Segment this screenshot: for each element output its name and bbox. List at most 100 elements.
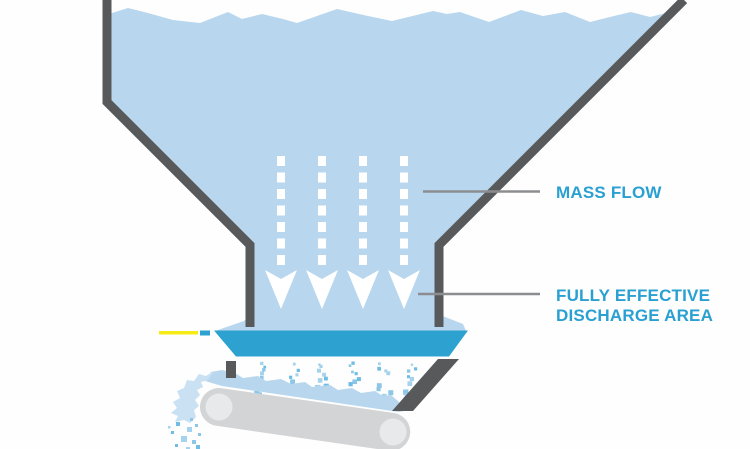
hopper-material xyxy=(111,8,674,331)
particle-dot xyxy=(176,422,180,426)
arrow-dash xyxy=(277,255,285,265)
particle-dot xyxy=(317,368,321,373)
particle-dot xyxy=(175,444,178,447)
particle-dot xyxy=(414,367,418,371)
particle-dot xyxy=(295,373,299,377)
level-indicator-yellow-line xyxy=(159,331,198,335)
conveyor-roller-right xyxy=(379,418,407,446)
particle-dot xyxy=(192,440,196,444)
arrow-dash xyxy=(400,189,408,199)
particle-dot xyxy=(262,368,266,372)
material-on-belt xyxy=(205,370,404,412)
particle-dot xyxy=(319,364,323,368)
arrow-dash xyxy=(359,222,367,232)
particle-dot xyxy=(352,379,357,384)
arrow-dash xyxy=(277,156,285,166)
particle-dot xyxy=(407,381,413,386)
particle-dot xyxy=(376,383,382,388)
particle-dot xyxy=(190,418,193,421)
hopper-wall-right xyxy=(434,0,688,327)
particle-dot xyxy=(388,390,394,396)
arrow-head xyxy=(347,270,379,309)
conveyor-belt xyxy=(199,388,411,449)
particle-dot xyxy=(260,361,264,366)
discharge-area-label: FULLY EFFECTIVE DISCHARGE AREA xyxy=(556,286,714,325)
arrow-dash xyxy=(400,205,408,216)
particle-dot xyxy=(386,371,391,376)
particle-dot xyxy=(290,379,295,385)
arrow-dash xyxy=(359,238,367,249)
particle-dot xyxy=(195,424,198,427)
arrow-dash xyxy=(318,205,326,216)
particle-dot xyxy=(354,372,358,376)
particle-dot xyxy=(260,375,264,380)
arrow-dash xyxy=(318,222,326,232)
arrow-dash xyxy=(359,205,367,216)
particle-dot xyxy=(168,426,171,429)
arrow-head xyxy=(265,270,297,309)
particle-dot xyxy=(384,369,388,373)
lower-wall-diagonal-right xyxy=(392,359,459,411)
arrow-dash xyxy=(400,222,408,232)
arrow-dash xyxy=(400,238,408,249)
particle-dot xyxy=(348,382,353,387)
particle-dot xyxy=(376,387,381,392)
particle-dot xyxy=(351,361,355,365)
arrow-head xyxy=(306,270,338,309)
mass-flow-arrows xyxy=(265,156,420,309)
arrow-dash xyxy=(277,172,285,183)
particle-dot xyxy=(263,365,267,369)
particle-dot xyxy=(403,389,409,395)
arrow-dash xyxy=(400,172,408,183)
arrow-dash xyxy=(359,255,367,265)
material-spill xyxy=(171,371,214,423)
arrow-dash xyxy=(318,189,326,199)
arrow-dash xyxy=(359,172,367,183)
arrow-dash xyxy=(277,238,285,249)
particle-dot xyxy=(186,447,190,449)
conveyor-belt-body xyxy=(199,388,411,449)
particle-dot xyxy=(296,368,300,372)
arrow-head xyxy=(388,270,420,309)
particle-dot xyxy=(318,363,321,366)
particle-dot xyxy=(317,378,323,383)
arrow-dash xyxy=(318,238,326,249)
mass-flow-label: MASS FLOW xyxy=(556,183,662,202)
particle-dot xyxy=(351,370,354,374)
arrow-dash xyxy=(359,156,367,166)
particle-dot xyxy=(289,375,293,379)
lower-wall-stub-left xyxy=(226,361,236,378)
particle-dot xyxy=(348,364,352,367)
arrow-dash xyxy=(359,189,367,199)
particle-dot xyxy=(377,366,381,371)
level-indicator-blue-dash xyxy=(200,330,210,336)
particle-dot xyxy=(407,369,411,373)
particle-dot xyxy=(196,445,200,449)
arrow-dash xyxy=(277,189,285,199)
arrow-dash xyxy=(400,255,408,265)
particle-dot xyxy=(378,362,381,366)
conveyor-roller-left xyxy=(205,393,233,421)
particle-dot xyxy=(324,376,328,381)
arrow-dash xyxy=(318,255,326,265)
particle-dot xyxy=(181,436,187,442)
arrow-dash xyxy=(318,172,326,183)
arrow-dash xyxy=(277,205,285,216)
particle-dot xyxy=(407,375,410,379)
particle-dot xyxy=(409,376,414,382)
particle-dot xyxy=(198,433,201,436)
particle-dot xyxy=(410,363,414,366)
spill-particles xyxy=(168,418,201,449)
particle-dot xyxy=(356,377,361,382)
particle-dot xyxy=(292,362,296,366)
particle-dot xyxy=(171,431,174,434)
particle-dot xyxy=(322,372,326,377)
particle-dot xyxy=(187,427,192,432)
arrow-dash xyxy=(318,156,326,166)
arrow-dash xyxy=(277,222,285,232)
arrow-dash xyxy=(400,156,408,166)
hopper-wall-left xyxy=(102,0,255,327)
particle-dot xyxy=(260,371,264,376)
